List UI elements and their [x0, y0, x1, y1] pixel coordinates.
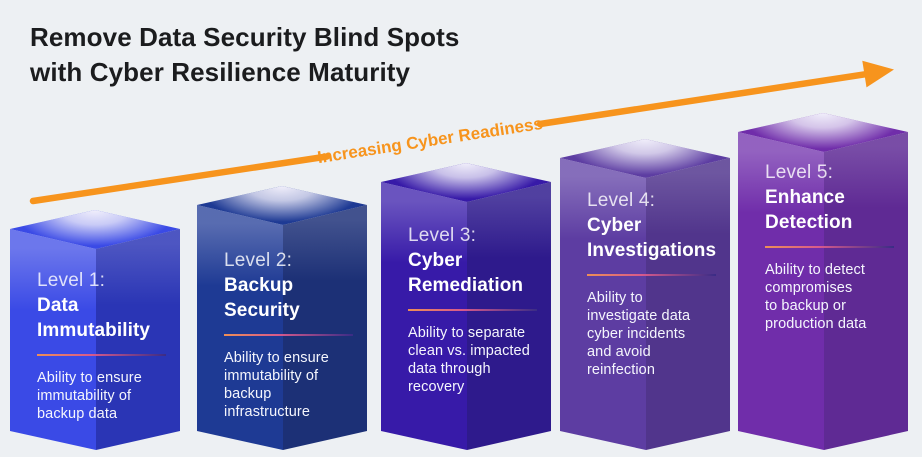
pillar-side-face [283, 205, 367, 450]
pillar-content: Level 4: Cyber Investigations Ability to… [587, 188, 719, 379]
pillar-level-label: Level 2: [224, 250, 293, 271]
pillar-content: Level 2: Backup Security Ability to ensu… [224, 248, 356, 421]
arrow-head-icon [862, 60, 894, 88]
pillar-title: Cyber Remediation [408, 250, 524, 296]
pillar-divider [224, 334, 353, 336]
pillar-description: Ability to detect compromises to backup … [765, 262, 867, 332]
pillar-side-face [467, 182, 551, 450]
pillar-level-3: Level 3: Cyber Remediation Ability to se… [381, 163, 551, 450]
pillar-level-label: Level 4: [587, 190, 656, 211]
pillar-front-face [197, 205, 283, 450]
pillar-front-face [10, 229, 96, 450]
pillar-description: Ability to investigate data cyber incide… [587, 290, 691, 378]
pillar-divider [587, 274, 716, 276]
pillar-title: Data Immutability [37, 295, 151, 341]
arrow-label: Increasing Cyber Readiness [316, 114, 544, 167]
pillar-content: Level 3: Cyber Remediation Ability to se… [408, 223, 540, 396]
pillar-level-label: Level 1: [37, 270, 106, 291]
pillar-description: Ability to ensure immutability of backup… [224, 350, 329, 420]
pillar-front-face [560, 158, 646, 450]
pillar-side-face [96, 229, 180, 450]
pillar-divider [408, 309, 537, 311]
pillar-title: Enhance Detection [765, 187, 853, 233]
pillar-side-face [824, 132, 908, 450]
pillar-title: Cyber Investigations [587, 215, 717, 261]
pillar-title: Backup Security [224, 275, 300, 321]
pillar-description: Ability to separate clean vs. impacted d… [408, 325, 530, 395]
pillar-level-2: Level 2: Backup Security Ability to ensu… [197, 186, 367, 450]
pillar-level-5: Level 5: Enhance Detection Ability to de… [738, 113, 908, 450]
pillar-divider [765, 246, 894, 248]
pillar-front-face [381, 182, 467, 450]
pillar-level-1: Level 1: Data Immutability Ability to en… [10, 210, 180, 450]
pillar-content: Level 5: Enhance Detection Ability to de… [765, 160, 897, 333]
pillar-side-face [646, 158, 730, 450]
pillar-divider [37, 354, 166, 356]
pillar-front-face [738, 132, 824, 450]
page-title: Remove Data Security Blind Spots with Cy… [30, 22, 460, 87]
pillar-description: Ability to ensure immutability of backup… [37, 370, 142, 422]
pillar-level-label: Level 3: [408, 225, 477, 246]
pillar-level-label: Level 5: [765, 162, 834, 183]
pillar-content: Level 1: Data Immutability Ability to en… [37, 268, 169, 423]
pillar-level-4: Level 4: Cyber Investigations Ability to… [560, 139, 730, 450]
